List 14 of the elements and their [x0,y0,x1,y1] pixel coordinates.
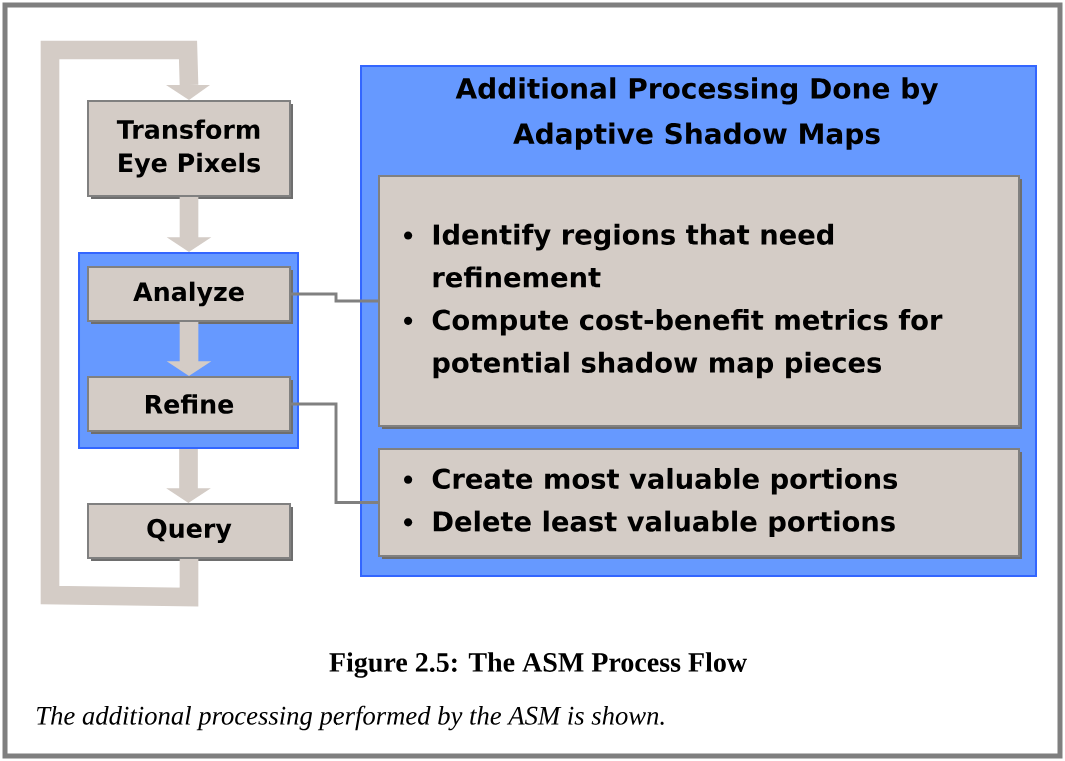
list-box [378,448,1022,559]
bullet-item: Identify regions that need refinement [433,223,834,288]
connector-line [291,402,378,504]
figure-title: Figure 2.5: The ASM Process Flow [329,652,747,678]
process-box: Transform Eye Pixels [87,100,293,199]
process-box: Analyze [87,266,293,324]
bullet-item: Delete least valuable portions [433,510,895,538]
bullet-item: Create most valuable portions [432,467,898,495]
bullet-item: Compute cost-benefit metrics for potential shadow map pieces [432,309,943,379]
loop-arrow [40,40,210,607]
list-box [378,175,1022,429]
panel-heading: Additional Processing Done by Adaptive Shadow Maps [455,77,938,150]
connector-line [291,292,378,303]
figure-caption: The additional processing performed by the ASM is shown. [37,705,664,731]
